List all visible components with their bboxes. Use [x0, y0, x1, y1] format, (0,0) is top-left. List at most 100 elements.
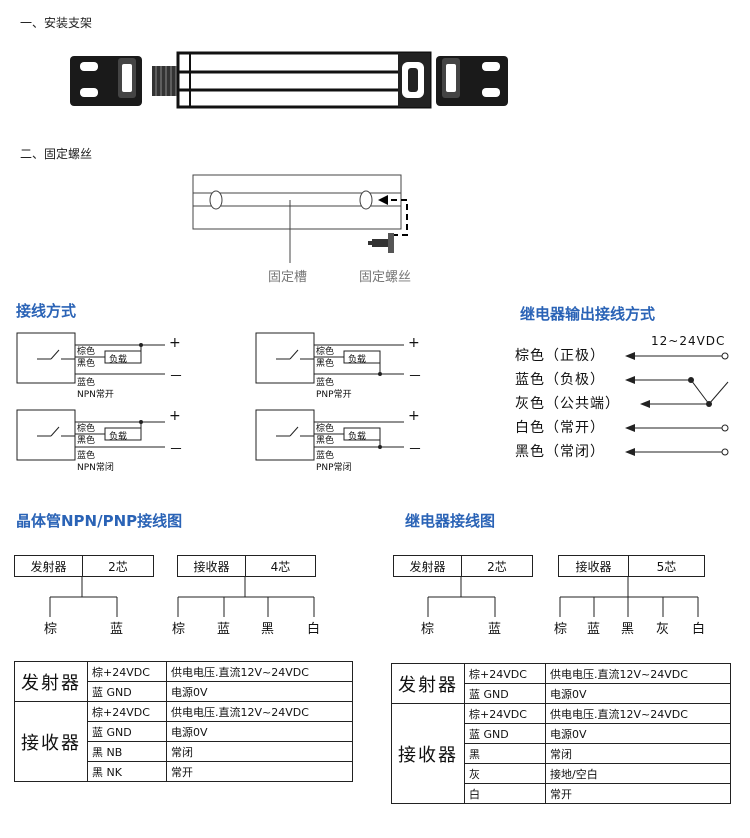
function-cell: 供电电压.直流12V~24VDC	[545, 703, 731, 724]
section2-title: 二、固定螺丝	[20, 147, 93, 161]
black-label: 黑色	[316, 436, 335, 446]
table-row: 黑 NB 常闭	[15, 741, 353, 762]
relay-diagram-title: 继电器接线图	[405, 512, 496, 530]
transistor-emitter-box: 发射器	[14, 555, 83, 577]
minus-sign: －	[408, 442, 422, 458]
sensor-body-icon	[176, 51, 432, 109]
blue-label: 蓝色	[77, 378, 96, 388]
function-cell: 供电电压.直流12V~24VDC	[166, 661, 353, 682]
load-label: 负载	[109, 432, 128, 442]
wire-cell: 白	[464, 783, 546, 804]
brown-label: 棕色	[316, 424, 335, 434]
wire-label: 蓝	[587, 622, 601, 637]
table-row: 黑 NK 常开	[15, 761, 353, 782]
diagram-caption: PNP常开	[316, 390, 352, 400]
wire-cell: 蓝 GND	[464, 683, 546, 704]
transistor-receiver-box: 接收器	[177, 555, 246, 577]
wire-label: 灰	[656, 622, 670, 637]
plus-sign: +	[408, 335, 420, 351]
right-bracket-icon	[436, 56, 508, 106]
wire-cell: 棕+24VDC	[464, 703, 546, 724]
wire-label: 棕	[421, 622, 435, 637]
function-cell: 电源0V	[545, 723, 731, 744]
wire-label: 蓝	[110, 622, 124, 637]
table-row: 发射器 棕+24VDC 供电电压.直流12V~24VDC	[14, 661, 353, 702]
relay-receiver-box: 接收器	[558, 555, 629, 577]
function-cell: 供电电压.直流12V~24VDC	[545, 663, 731, 684]
voltage-label: 12~24VDC	[651, 334, 726, 348]
relay-row-blue: 蓝色（负极）	[515, 372, 605, 388]
wire-label: 黑	[621, 622, 635, 637]
wire-label: 棕	[554, 622, 568, 637]
screw-label: 固定螺丝	[359, 270, 412, 285]
wire-cell: 黑 NK	[87, 761, 167, 782]
function-cell: 常开	[545, 783, 731, 804]
relay-output-diagram: 12~24VDC 棕色（正极） 蓝色（负极） 灰色（公共端） 白色（常开） 黑色…	[513, 330, 738, 465]
wire-label: 白	[692, 622, 706, 637]
wire-label: 棕	[44, 622, 58, 637]
relay-emitter-box: 发射器	[393, 555, 462, 577]
minus-sign: －	[169, 442, 183, 458]
wiring-diagram-npn-nc: 棕色 黑色 负载 蓝色 NPN常闭 + －	[16, 408, 217, 480]
wiring-diagram-pnp-no: 棕色 黑色 负载 蓝色 PNP常开 + －	[255, 332, 456, 403]
wiring-title: 接线方式	[16, 302, 77, 320]
wire-cell: 蓝 GND	[87, 721, 167, 742]
wire-label: 蓝	[217, 622, 231, 637]
wire-label: 黑	[261, 622, 275, 637]
plus-sign: +	[169, 335, 181, 351]
groove-label: 固定槽	[268, 270, 308, 285]
black-label: 黑色	[77, 436, 96, 446]
load-label: 负载	[348, 432, 367, 442]
blue-label: 蓝色	[316, 451, 335, 461]
plus-sign: +	[169, 408, 181, 424]
load-label: 负载	[348, 355, 367, 365]
table-row: 接收器 棕+24VDC 供电电压.直流12V~24VDC	[391, 703, 731, 804]
function-cell: 常开	[166, 761, 353, 782]
wire-cell: 棕+24VDC	[464, 663, 546, 684]
emitter-cell: 发射器	[14, 661, 88, 702]
diagram-caption: NPN常闭	[77, 463, 114, 473]
wire-label: 棕	[172, 622, 186, 637]
diagram-caption: NPN常开	[77, 390, 114, 400]
function-cell: 电源0V	[545, 683, 731, 704]
receiver-cell: 接收器	[391, 703, 465, 804]
minus-sign: －	[169, 369, 183, 385]
black-label: 黑色	[316, 359, 335, 369]
brown-label: 棕色	[77, 347, 96, 357]
wire-cell: 灰	[464, 763, 546, 784]
relay-row-brown: 棕色（正极）	[515, 348, 605, 364]
wiring-diagram-pnp-nc: 棕色 黑色 负载 蓝色 PNP常闭 + －	[255, 408, 456, 480]
wire-cell: 黑	[464, 743, 546, 764]
fixing-screw-drawing	[192, 174, 408, 263]
function-cell: 供电电压.直流12V~24VDC	[166, 701, 353, 722]
relay-row-grey: 灰色（公共端）	[515, 396, 620, 412]
relay-spec-table: 发射器 棕+24VDC 供电电压.直流12V~24VDC 蓝 GND 电源0V …	[391, 663, 731, 804]
relay-receiver-cores: 5芯	[628, 555, 705, 577]
wire-label: 蓝	[488, 622, 502, 637]
emitter-cell: 发射器	[391, 663, 465, 704]
relay-row-white: 白色（常开）	[515, 420, 605, 436]
black-label: 黑色	[77, 359, 96, 369]
wire-cell: 蓝 GND	[464, 723, 546, 744]
transistor-tree-lines	[49, 577, 699, 617]
mounting-bracket-drawing	[70, 51, 508, 109]
receiver-cell: 接收器	[14, 701, 88, 782]
screw-icon	[368, 233, 394, 253]
wire-cell: 棕+24VDC	[87, 701, 167, 722]
function-cell: 常闭	[166, 741, 353, 762]
wiring-diagram-npn-no: 棕色 黑色 负载 蓝色 NPN常开 + －	[16, 332, 217, 403]
transistor-diagram-title: 晶体管NPN/PNP接线图	[16, 512, 183, 530]
transistor-emitter-cores: 2芯	[82, 555, 154, 577]
table-row: 白 常开	[392, 783, 731, 804]
relay-output-title: 继电器输出接线方式	[520, 305, 656, 323]
brown-label: 棕色	[316, 347, 335, 357]
function-cell: 常闭	[545, 743, 731, 764]
transistor-spec-table: 发射器 棕+24VDC 供电电压.直流12V~24VDC 蓝 GND 电源0V …	[14, 661, 353, 782]
relay-row-black: 黑色（常闭）	[515, 444, 605, 460]
minus-sign: －	[408, 369, 422, 385]
blue-label: 蓝色	[316, 378, 335, 388]
blue-label: 蓝色	[77, 451, 96, 461]
table-row: 发射器 棕+24VDC 供电电压.直流12V~24VDC	[391, 663, 731, 704]
plus-sign: +	[408, 408, 420, 424]
wire-cell: 蓝 GND	[87, 681, 167, 702]
